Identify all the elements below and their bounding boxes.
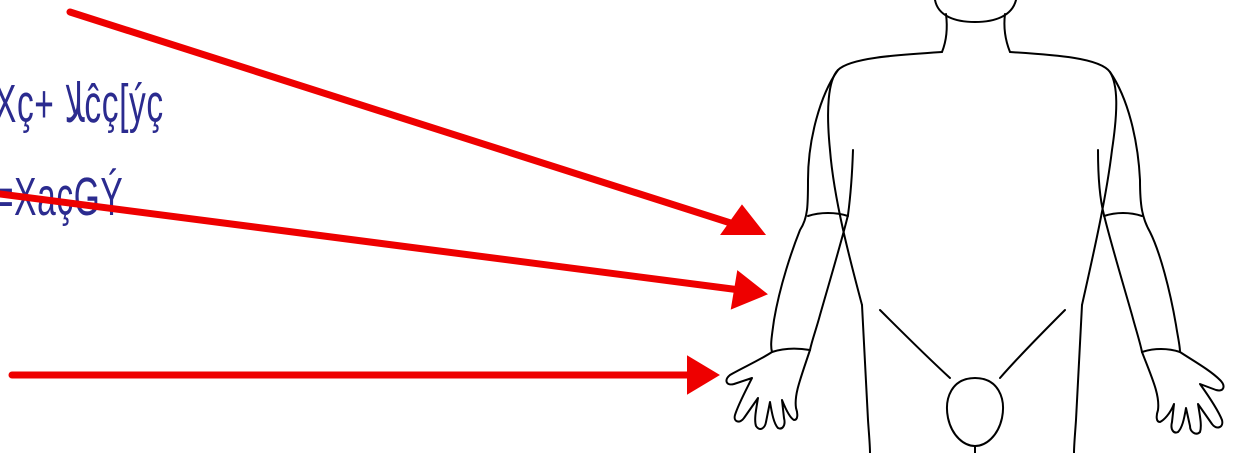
right-wrist-line	[1141, 348, 1181, 353]
left-hand	[725, 349, 811, 430]
head-outline	[934, 0, 1017, 23]
label-upper-arm: Xç+ ﻼĉç[ýç	[0, 77, 164, 131]
arrow-2-shaft	[0, 190, 744, 294]
arrow-1-shaft	[66, 8, 744, 230]
left-groin-line	[879, 309, 951, 379]
left-wrist-line	[771, 347, 811, 353]
left-leg-outline	[861, 304, 871, 453]
arrow-3-head	[687, 355, 720, 395]
arrow-2-head	[730, 270, 768, 310]
right-elbow-line	[1103, 212, 1143, 217]
right-groin-line	[999, 309, 1066, 379]
torso-left-outline	[827, 51, 943, 306]
right-arm-outer	[1109, 71, 1181, 353]
right-hand	[1141, 351, 1225, 435]
left-elbow-line	[807, 212, 849, 217]
torso-right-outline	[1009, 51, 1118, 306]
arrow-1-head	[720, 204, 767, 235]
left-arm-outer	[770, 69, 839, 353]
left-arm-inner	[809, 149, 854, 351]
label-upper-arm-text: Xç+ ﻼĉç[ýç	[0, 74, 164, 134]
neck-right-outline	[1003, 13, 1011, 53]
neck-left-outline	[941, 13, 948, 53]
right-arm-inner	[1097, 149, 1143, 353]
right-leg-outline	[1073, 304, 1083, 453]
